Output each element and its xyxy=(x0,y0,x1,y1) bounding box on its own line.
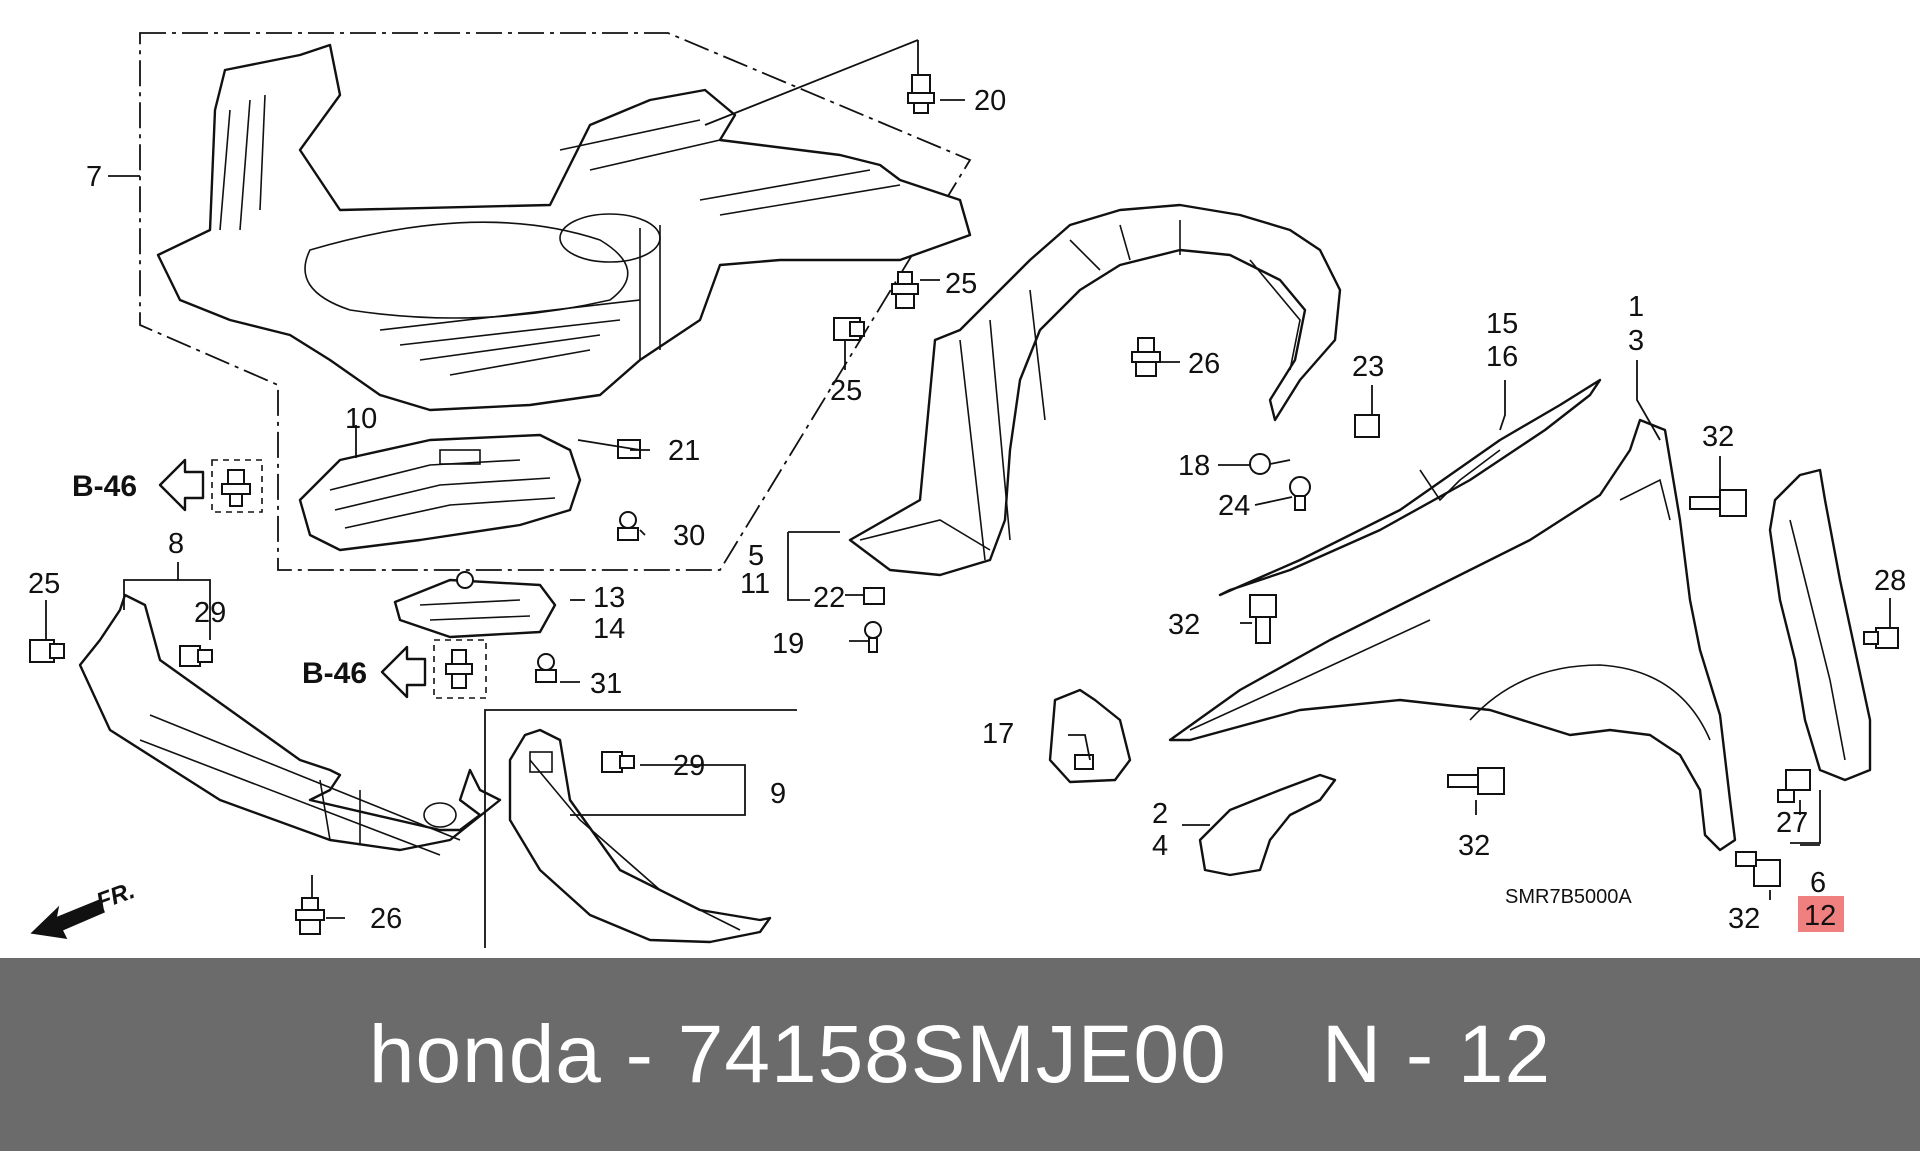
callout-32-top: 32 xyxy=(1702,421,1734,453)
group-frame-9 xyxy=(484,709,797,948)
footer-bar: honda - 74158SMJE00 N - 12 xyxy=(0,958,1920,1151)
callout-12: 12 xyxy=(1804,900,1836,932)
clip-fastener-1 xyxy=(221,469,251,507)
callout-11: 11 xyxy=(740,568,770,600)
callout-18: 18 xyxy=(1178,450,1210,482)
ref-arrow-2 xyxy=(380,645,427,699)
bolt-20 xyxy=(907,74,935,114)
ref-box-1 xyxy=(211,459,263,513)
callout-28: 28 xyxy=(1874,565,1906,597)
engine-undercover-part xyxy=(156,43,972,412)
front-direction-icon: FR. xyxy=(30,877,139,939)
callout-19: 19 xyxy=(772,628,804,660)
callout-14: 14 xyxy=(593,613,625,645)
callout-29-left: 29 xyxy=(194,597,226,629)
front-fender-part xyxy=(1168,418,1737,852)
highlight-box xyxy=(1798,896,1844,932)
bolt-32a xyxy=(1689,489,1747,517)
fender-bracket-part xyxy=(1048,688,1132,784)
clip-26a xyxy=(1131,337,1161,377)
callout-20: 20 xyxy=(974,85,1006,117)
callout-5: 5 xyxy=(748,540,764,572)
clip-29b xyxy=(601,751,635,773)
callout-8: 8 xyxy=(168,528,184,560)
ref-label-2: B-46 xyxy=(302,657,367,690)
bolt-25b xyxy=(833,317,865,341)
clip-24 xyxy=(1289,476,1311,511)
callout-22: 22 xyxy=(813,582,845,614)
ref-box-2 xyxy=(433,639,487,699)
callout-3: 3 xyxy=(1628,325,1644,357)
callout-16: 16 xyxy=(1486,341,1518,373)
callout-1: 1 xyxy=(1628,291,1644,323)
callout-25-left: 25 xyxy=(28,568,60,600)
clip-26b xyxy=(295,897,325,935)
bolt-32b xyxy=(1249,594,1277,644)
clip-23 xyxy=(1354,414,1380,438)
bolt-32c xyxy=(1447,767,1505,795)
clip-28 xyxy=(1863,627,1899,649)
clip-25a xyxy=(891,271,919,309)
callout-7: 7 xyxy=(86,161,102,193)
callout-13: 13 xyxy=(593,582,625,614)
callout-9: 9 xyxy=(770,778,786,810)
clip-29a xyxy=(179,645,213,667)
callout-10: 10 xyxy=(345,403,377,435)
bolt-31 xyxy=(535,653,557,683)
parts-diagram: B-46 B-46 FR. 1 3 15 16 32 28 23 26 18 2… xyxy=(28,32,1906,948)
front-direction-label: FR. xyxy=(93,877,139,916)
ref-arrow-1 xyxy=(158,458,205,512)
fender-seal-part xyxy=(1768,468,1872,782)
screw-18 xyxy=(1249,453,1291,475)
screw-19 xyxy=(864,621,882,653)
part-number-caption: honda - 74158SMJE00 N - 12 xyxy=(368,1008,1552,1100)
callout-32-low: 32 xyxy=(1458,830,1490,862)
callout-4: 4 xyxy=(1152,830,1168,862)
bolt-30 xyxy=(617,511,639,541)
fender-liner-part xyxy=(848,203,1342,577)
callout-32-bottom: 32 xyxy=(1728,903,1760,935)
undercover-bracket-part xyxy=(393,571,557,639)
callout-26-right: 26 xyxy=(1188,348,1220,380)
clip-25c xyxy=(29,639,65,663)
callout-31: 31 xyxy=(590,668,622,700)
bolt-32d xyxy=(1735,851,1781,887)
splash-shield-part xyxy=(298,433,582,552)
callout-6: 6 xyxy=(1810,867,1826,899)
fender-lower-bracket-part xyxy=(1198,773,1337,877)
callout-27: 27 xyxy=(1776,807,1808,839)
callout-32-mid: 32 xyxy=(1168,609,1200,641)
lower-absorber-part xyxy=(508,728,772,944)
callout-21: 21 xyxy=(668,435,700,467)
callout-23: 23 xyxy=(1352,351,1384,383)
clip-22 xyxy=(863,587,885,605)
fender-stiffener-part xyxy=(1218,378,1602,597)
clip-27 xyxy=(1777,769,1811,803)
callout-26-bottom: 26 xyxy=(370,903,402,935)
callout-15: 15 xyxy=(1486,308,1518,340)
drawing-code: SMR7B5000A xyxy=(1505,886,1632,908)
clip-fastener-2 xyxy=(445,649,473,689)
callout-17: 17 xyxy=(982,718,1014,750)
ref-label-1: B-46 xyxy=(72,470,137,503)
group-frame-7 xyxy=(139,32,972,571)
callout-24: 24 xyxy=(1218,490,1250,522)
callout-2: 2 xyxy=(1152,798,1168,830)
callout-25-mid: 25 xyxy=(830,375,862,407)
bumper-absorber-part xyxy=(78,593,502,856)
callout-30: 30 xyxy=(673,520,705,552)
callout-29-right: 29 xyxy=(673,750,705,782)
leader-lines xyxy=(45,39,1891,919)
callout-25-top: 25 xyxy=(945,268,977,300)
